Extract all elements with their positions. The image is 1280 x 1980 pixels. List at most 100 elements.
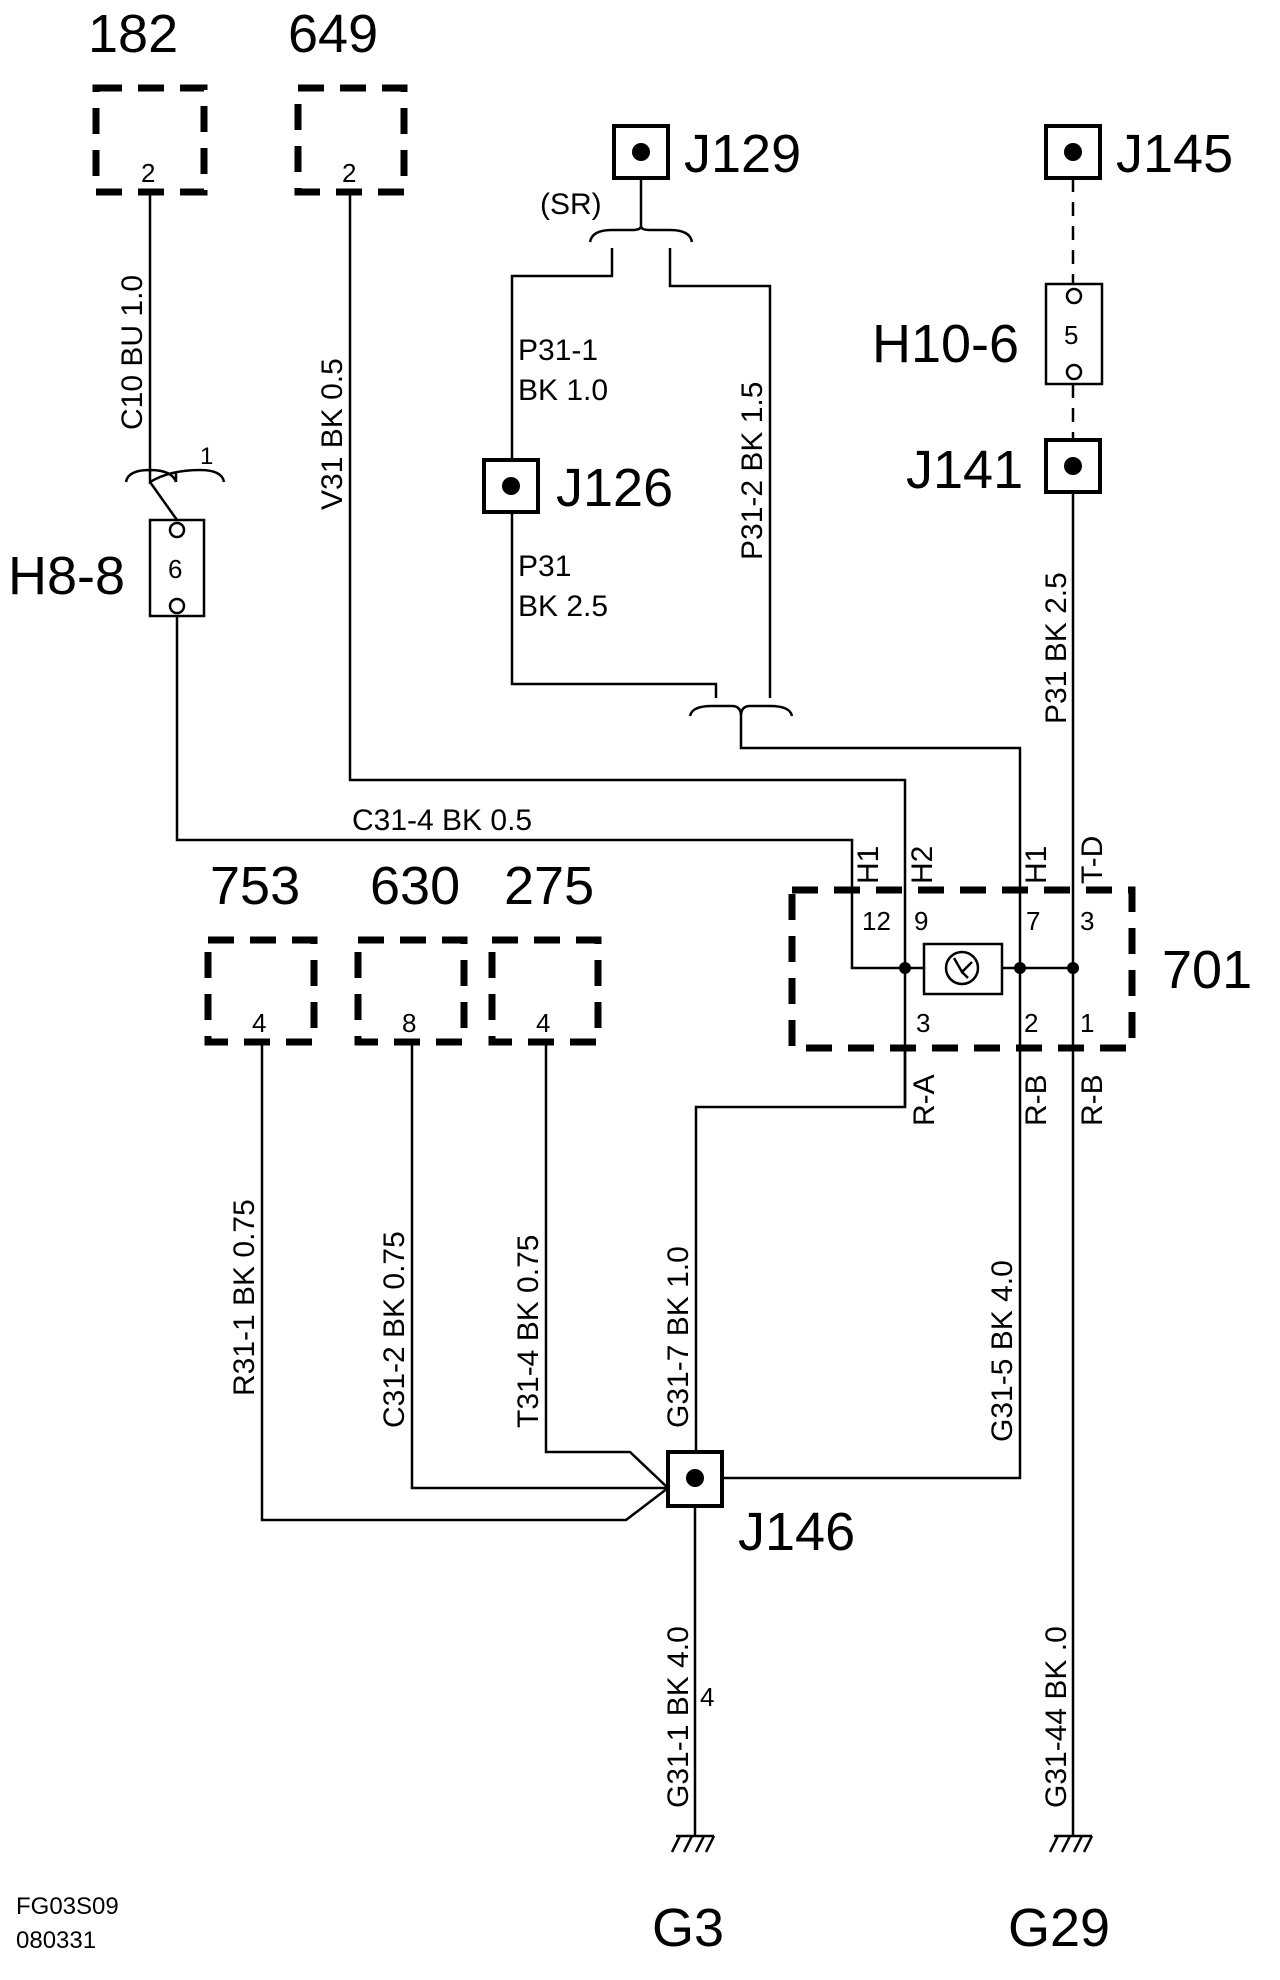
junction-j146-label: J146	[738, 1502, 855, 1562]
figure-id-line1: FG03S09	[16, 1893, 119, 1920]
component-701-pin-label-t-d: T-D	[1076, 836, 1109, 884]
junction-j145-dot	[1064, 143, 1082, 161]
component-701-pin-1: 1	[1080, 1008, 1094, 1038]
wire-p31-2-label: P31-2 BK 1.5	[736, 382, 769, 560]
wire-v31-label: V31 BK 0.5	[316, 358, 349, 510]
component-701-box	[788, 886, 1136, 1052]
component-701-pin-label-h2: H2	[906, 846, 939, 884]
component-701-node-b	[1014, 962, 1026, 974]
wire-g31-5	[722, 1176, 1022, 1480]
wire-p31-label-b: BK 2.5	[518, 590, 608, 623]
junction-j141-label: J141	[906, 440, 1023, 500]
component-630-pin: 8	[402, 1008, 416, 1038]
component-630: 630 8	[354, 856, 468, 1046]
component-701-node-a	[899, 962, 911, 974]
wire-c31-4	[175, 616, 905, 970]
junction-j146: J146	[666, 1450, 855, 1562]
connector-h8-8-pin: 6	[168, 554, 182, 584]
connector-h10-6-label: H10-6	[872, 314, 1019, 374]
junction-j129: J129	[612, 124, 801, 184]
connector-h10-6-hole-top	[1065, 287, 1083, 305]
component-701-pin-2: 2	[1024, 1008, 1038, 1038]
wire-g31-44-label: G31-44 BK .0	[1040, 1626, 1073, 1808]
junction-j126: J126	[482, 458, 673, 518]
connector-h8-8-hole-bottom	[168, 597, 186, 615]
wire-p31-right-label: P31 BK 2.5	[1040, 572, 1073, 724]
component-753-label: 753	[210, 856, 300, 916]
wire-c10-drop	[148, 481, 179, 521]
bracket-mark: 1	[200, 443, 213, 470]
component-701-pin-label-h1-a: H1	[852, 846, 885, 884]
ground-g3-label: G3	[652, 1898, 724, 1958]
connector-h8-8-hole-top	[168, 521, 186, 539]
bracket-sr	[588, 225, 694, 243]
connector-h10-6-pin: 5	[1064, 320, 1078, 350]
connector-h8-8-label: H8-8	[8, 546, 125, 606]
wire-p31-1	[510, 248, 614, 472]
component-275-label: 275	[504, 856, 594, 916]
ground-g3-icon	[670, 1834, 716, 1853]
component-701-pin-9: 9	[914, 906, 928, 936]
bracket-p31-join	[688, 704, 794, 717]
component-630-label: 630	[370, 856, 460, 916]
component-701-pin-7: 7	[1026, 906, 1040, 936]
component-701-switch-arrow	[952, 957, 973, 979]
component-182-label: 182	[88, 4, 178, 64]
wire-c31-2	[410, 1042, 668, 1490]
component-701-pin-label-h1-b: H1	[1020, 846, 1053, 884]
wire-t31-4-label: T31-4 BK 0.75	[512, 1235, 545, 1428]
component-701-pin-label-r-b-a: R-B	[1020, 1074, 1053, 1126]
junction-j145: J145	[1044, 124, 1233, 184]
component-182-pin: 2	[141, 158, 155, 188]
component-701-pin-12: 12	[862, 906, 891, 936]
component-649-label: 649	[288, 4, 378, 64]
ground-g29-icon	[1048, 1834, 1094, 1853]
annotation-pin-4: 4	[700, 1682, 714, 1712]
component-753: 753 4	[204, 856, 318, 1046]
connector-h8-8: H8-8 6	[8, 518, 206, 618]
component-753-pin: 4	[252, 1008, 266, 1038]
wire-p31-label-a: P31	[518, 550, 571, 583]
component-701-label: 701	[1162, 940, 1252, 1000]
wire-c10-label: C10 BU 1.0	[116, 275, 149, 430]
bracket-h8-8	[124, 468, 226, 485]
wire-c31-4-label: C31-4 BK 0.5	[352, 804, 532, 837]
wire-g31-7	[694, 1048, 907, 1462]
component-701-node-c	[1067, 962, 1079, 974]
ground-g3: G3	[652, 1834, 724, 1958]
wire-r31-1-label: R31-1 BK 0.75	[228, 1199, 261, 1396]
wire-p31-1-label-b: BK 1.0	[518, 374, 608, 407]
component-275-pin: 4	[536, 1008, 550, 1038]
junction-j126-dot	[502, 477, 520, 495]
component-701: 701 H1 H2 H1 T-D 12 9 7 3 3 2 1 R-A R-B …	[788, 836, 1252, 1126]
wire-p31	[510, 512, 718, 698]
junction-j129-label: J129	[684, 124, 801, 184]
wire-g31-1-label: G31-1 BK 4.0	[662, 1626, 695, 1808]
junction-j146-dot	[686, 1469, 704, 1487]
junction-j129-dot	[632, 143, 650, 161]
junction-j141: J141	[906, 438, 1102, 500]
wire-g31-7-label: G31-7 BK 1.0	[662, 1246, 695, 1428]
wire-t31-4	[544, 1042, 669, 1489]
junction-j141-dot	[1064, 457, 1082, 475]
wire-c31-2-label: C31-2 BK 0.75	[378, 1231, 411, 1428]
component-649-pin: 2	[342, 158, 356, 188]
connector-h10-6-hole-bottom	[1065, 363, 1083, 381]
wire-r31-1	[260, 1042, 669, 1522]
component-701-pin-3-top: 3	[1080, 906, 1094, 936]
wire-p31-1-label-a: P31-1	[518, 334, 598, 367]
junction-j145-label: J145	[1116, 124, 1233, 184]
annotation-sr: (SR)	[540, 188, 602, 221]
ground-g29-label: G29	[1008, 1898, 1110, 1958]
ground-g29: G29	[1008, 1834, 1110, 1958]
component-701-pin-label-r-b-b: R-B	[1076, 1074, 1109, 1126]
wire-p31-2	[668, 248, 772, 698]
component-182: 182 2	[88, 4, 208, 196]
junction-j126-label: J126	[556, 458, 673, 518]
wire-g31-5-label: G31-5 BK 4.0	[986, 1260, 1019, 1442]
component-701-switch-icon	[944, 950, 980, 986]
component-701-pin-3-bottom: 3	[916, 1008, 930, 1038]
component-701-pin-label-r-a: R-A	[908, 1074, 941, 1126]
figure-id-line2: 080331	[16, 1927, 96, 1954]
